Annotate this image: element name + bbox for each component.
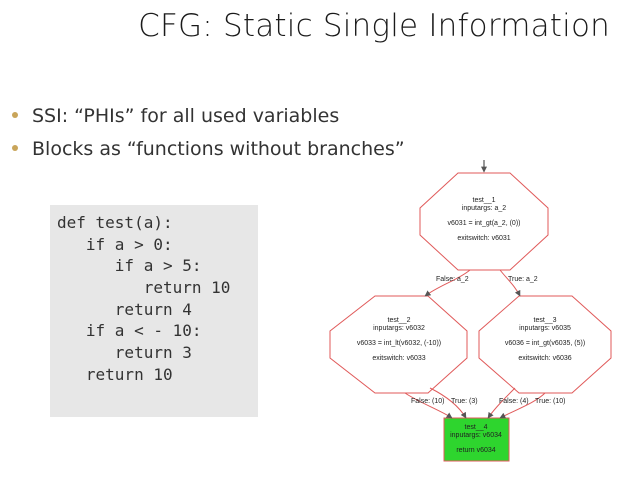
node-name: test__4: [465, 424, 488, 431]
cfg-edge: False: a_2: [424, 269, 471, 297]
bullet-text: SSI: “PHIs” for all used variables: [32, 105, 340, 127]
node-exitswitch: exitswitch: v6033: [372, 355, 425, 362]
node-inputargs: inputargs: v6035: [519, 325, 571, 332]
cfg-edge: True: (3): [429, 387, 478, 419]
node-operation: return v6034: [456, 447, 495, 454]
edge-label: False: (4): [499, 398, 529, 405]
node-exitswitch: exitswitch: v6031: [457, 235, 510, 242]
node-name: test__1: [473, 197, 496, 204]
edge-line: [429, 387, 467, 419]
cfg-edge: True: a_2: [499, 269, 538, 297]
cfg-edge: False: (10): [404, 392, 453, 419]
node-name: test__2: [388, 317, 411, 324]
edge-line: [499, 269, 521, 297]
edge-label: True: (10): [535, 398, 565, 405]
edge-label: False: (10): [411, 398, 444, 405]
node-shape: [478, 295, 612, 394]
cfg-node-test-2: test__2 inputargs: v6032 v6033 = int_lt(…: [329, 295, 468, 394]
node-inputargs: inputargs: v6034: [450, 432, 502, 439]
cfg-node-test-3: test__3 inputargs: v6035 v6036 = int_gt(…: [478, 295, 612, 394]
node-operation: v6036 = int_gt(v6035, (5)): [505, 340, 585, 347]
bullet-item: SSI: “PHIs” for all used variables: [12, 100, 405, 133]
edge-line: [499, 392, 546, 419]
bullet-item: Blocks as “functions without branches”: [12, 133, 405, 166]
node-inputargs: inputargs: v6032: [373, 325, 425, 332]
code-block: def test(a): if a > 0: if a > 5: return …: [57, 212, 230, 386]
node-name: test__3: [534, 317, 557, 324]
node-inputargs: inputargs: a_2: [462, 205, 506, 212]
code-line: return 10: [57, 364, 173, 384]
code-line: return 10: [57, 278, 231, 298]
edge-line: [424, 269, 471, 297]
cfg-edge: True: (10): [499, 392, 565, 419]
node-shape: [419, 172, 549, 271]
code-line: return 4: [57, 299, 192, 319]
cfg-node-test-4: test__4 inputargs: v6034 return v6034: [443, 417, 510, 462]
edge-label: True: (3): [451, 398, 478, 405]
bullet-dot-icon: [12, 144, 18, 151]
node-operation: v6033 = int_lt(v6032, (-10)): [357, 340, 441, 347]
bullet-text: Blocks as “functions without branches”: [32, 138, 405, 160]
edge-line: [404, 392, 453, 419]
code-box: [50, 205, 258, 417]
node-operation: v6031 = int_gt(a_2, (0)): [448, 220, 521, 227]
bullet-list: SSI: “PHIs” for all used variables Block…: [12, 100, 405, 166]
cfg-node-test-1: test__1 inputargs: a_2 v6031 = int_gt(a_…: [419, 172, 549, 271]
edge-label: False: a_2: [436, 276, 469, 283]
edge-line: [487, 387, 516, 419]
edge-label: True: a_2: [508, 276, 538, 283]
code-line: if a < - 10:: [57, 321, 202, 341]
code-line: if a > 0:: [57, 234, 173, 254]
node-shape: [329, 295, 468, 394]
node-shape: [443, 417, 510, 462]
cfg-edge: False: (4): [487, 387, 529, 419]
node-exitswitch: exitswitch: v6036: [518, 355, 571, 362]
code-line: if a > 5:: [57, 256, 202, 276]
slide-title: CFG: Static Single Information: [138, 8, 610, 44]
code-line: def test(a):: [57, 213, 173, 232]
bullet-dot-icon: [12, 111, 18, 118]
code-line: return 3: [57, 343, 192, 363]
